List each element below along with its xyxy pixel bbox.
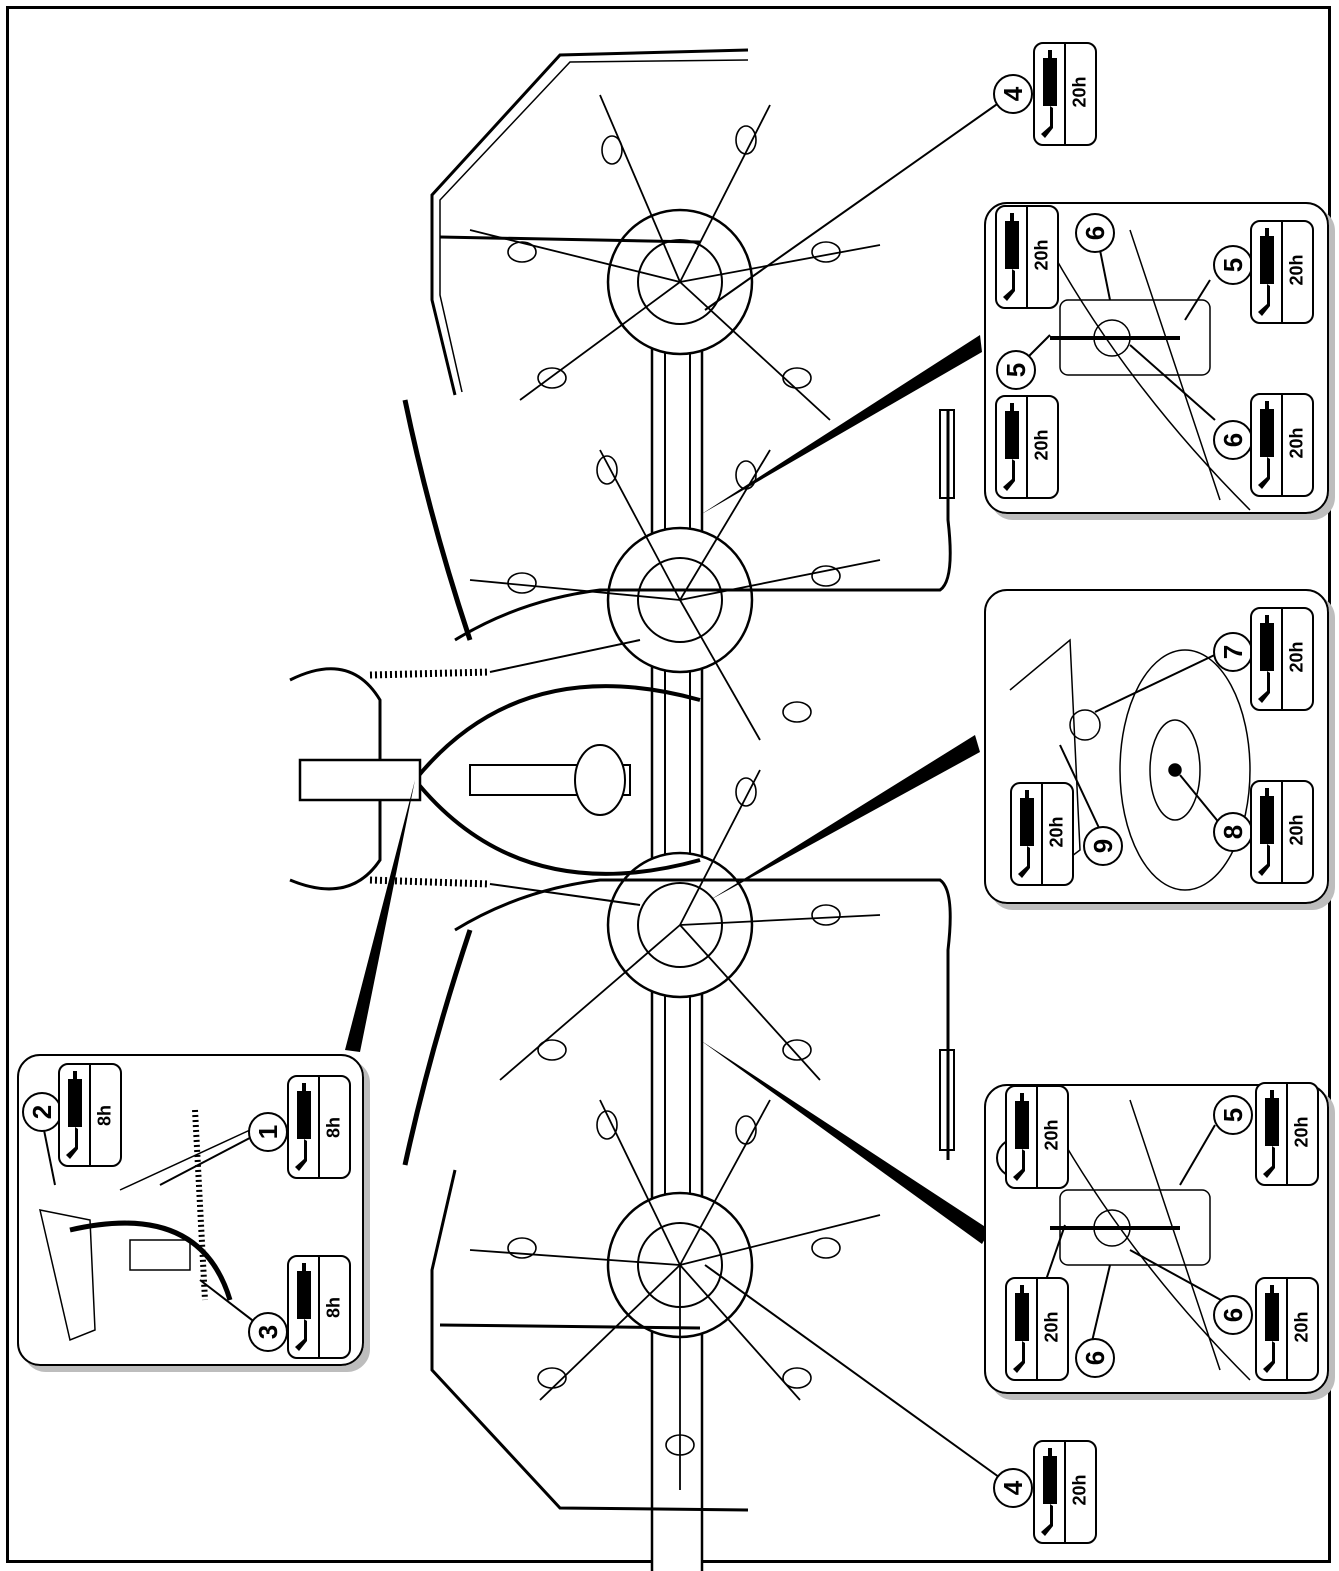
callout-8: 8 <box>1213 812 1253 852</box>
interval-badge-lower-detail-br: 20h <box>1255 1277 1319 1381</box>
interval-hours: 8h <box>323 1297 344 1319</box>
grease-gun-icon <box>1041 1448 1057 1536</box>
interval-badge-upper-detail-br: 20h <box>1250 393 1314 497</box>
interval-badge-upper-detail-tr: 20h <box>1250 220 1314 324</box>
interval-badge-wheel-detail-tr: 20h <box>1250 607 1314 711</box>
interval-hours: 20h <box>1286 427 1307 459</box>
interval-badge-b4-bottom: 20h <box>1033 1440 1097 1544</box>
interval-badge-lower-detail-tr: 20h <box>1255 1082 1319 1186</box>
interval-hours: 20h <box>1291 1116 1312 1148</box>
callout-7: 7 <box>1213 632 1253 672</box>
interval-badge-upper-detail-bl: 20h <box>995 395 1059 499</box>
interval-badge-wheel-detail-br: 20h <box>1250 780 1314 884</box>
callout-6-lower-b: 6 <box>1075 1338 1115 1378</box>
callout-6-upper-b: 6 <box>1213 420 1253 460</box>
interval-hours: 20h <box>1291 1311 1312 1343</box>
interval-badge-hitch-detail-bottom: 8h <box>287 1255 351 1359</box>
callout-3: 3 <box>248 1312 288 1352</box>
interval-hours: 20h <box>1069 1474 1090 1506</box>
interval-badge-upper-detail-tl: 20h <box>995 205 1059 309</box>
machine-frame-lines <box>289 48 955 1571</box>
interval-hours: 20h <box>1286 814 1307 846</box>
grease-gun-icon <box>1258 228 1274 316</box>
callout-leaders <box>704 94 1011 1486</box>
callout-5-lower-b: 5 <box>1213 1095 1253 1135</box>
grease-gun-icon <box>1258 615 1274 703</box>
grease-gun-icon <box>1258 401 1274 489</box>
interval-hours: 20h <box>1041 1311 1062 1343</box>
detail-leader-wedges <box>345 335 990 1244</box>
callout-2: 2 <box>22 1092 62 1132</box>
grease-gun-icon <box>1013 1093 1029 1181</box>
callout-6-lower-a: 6 <box>1213 1295 1253 1335</box>
interval-hours: 8h <box>94 1105 115 1127</box>
callout-9: 9 <box>1083 826 1123 866</box>
interval-hours: 20h <box>1069 76 1090 108</box>
interval-hours: 20h <box>1041 1119 1062 1151</box>
grease-gun-icon <box>1003 213 1019 301</box>
grease-gun-icon <box>1013 1285 1029 1373</box>
interval-hours: 20h <box>1286 641 1307 673</box>
grease-gun-icon <box>1263 1285 1279 1373</box>
interval-badge-hitch-detail-mid: 8h <box>287 1075 351 1179</box>
callout-6-upper-a: 6 <box>1075 213 1115 253</box>
interval-badge-hitch-detail-top: 8h <box>58 1063 122 1167</box>
callout-4-bottom: 4 <box>993 1468 1033 1508</box>
interval-hours: 20h <box>1046 816 1067 848</box>
interval-badge-lower-detail-tl: 20h <box>1005 1085 1069 1189</box>
interval-hours: 20h <box>1286 254 1307 286</box>
interval-badge-lower-detail-bl: 20h <box>1005 1277 1069 1381</box>
interval-hours: 8h <box>323 1117 344 1139</box>
interval-hours: 20h <box>1031 239 1052 271</box>
callout-5-upper-b: 5 <box>1213 245 1253 285</box>
callout-1: 1 <box>248 1112 288 1152</box>
grease-gun-icon <box>66 1071 82 1159</box>
interval-badge-b4-top: 20h <box>1033 42 1097 146</box>
interval-badge-wheel-detail-bl: 20h <box>1010 782 1074 886</box>
grease-gun-icon <box>1263 1090 1279 1178</box>
callout-5-upper-a: 5 <box>996 350 1036 390</box>
grease-gun-icon <box>1003 403 1019 491</box>
grease-gun-icon <box>295 1083 311 1171</box>
interval-hours: 20h <box>1031 429 1052 461</box>
grease-gun-icon <box>1018 790 1034 878</box>
callout-4-top: 4 <box>993 74 1033 114</box>
grease-gun-icon <box>1258 788 1274 876</box>
grease-gun-icon <box>295 1263 311 1351</box>
grease-gun-icon <box>1041 50 1057 138</box>
